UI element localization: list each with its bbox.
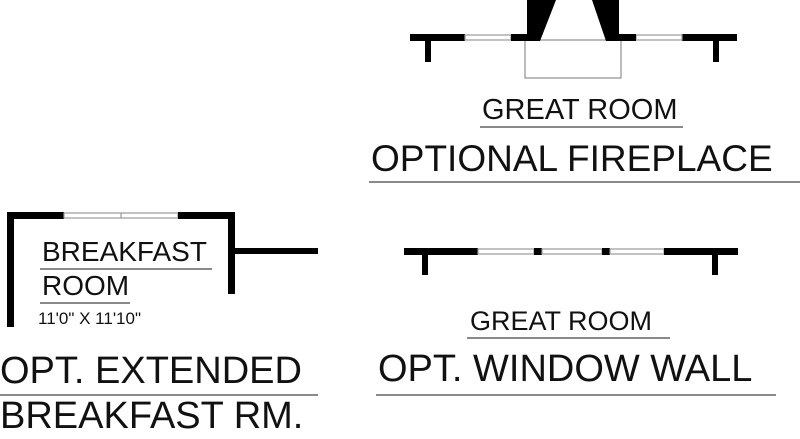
ww-wall-right-stub — [712, 250, 718, 275]
ww-window-2 — [541, 248, 603, 255]
breakfast-room-label-line2: ROOM — [42, 270, 130, 301]
fireplace-option-title: OPTIONAL FIREPLACE — [371, 138, 773, 179]
breakfast-option-underline — [0, 394, 318, 396]
ww-window-1 — [477, 248, 535, 255]
wall-left-stub — [425, 36, 431, 62]
window-wall-room-label: GREAT ROOM — [470, 306, 653, 336]
window-right — [635, 34, 683, 41]
fireplace-box — [511, 0, 636, 41]
window-wall-title-underline — [376, 394, 776, 396]
window-wall-plan — [404, 248, 738, 275]
window-wall-option-title: OPT. WINDOW WALL — [378, 348, 753, 390]
breakfast-room-dimensions: 11'0" X 11'10" — [38, 309, 142, 328]
wall-left-segment — [410, 34, 465, 41]
breakfast-wall-extension — [228, 248, 318, 254]
ww-mullion-1 — [534, 248, 542, 255]
ww-wall-right — [664, 248, 738, 255]
breakfast-label-underline-2 — [40, 302, 130, 304]
breakfast-wall-left — [7, 212, 14, 327]
ww-wall-left — [404, 248, 478, 255]
wall-right-segment — [682, 34, 737, 41]
window-wall-room-underline — [467, 337, 670, 339]
fireplace-room-label: GREAT ROOM — [482, 94, 678, 126]
breakfast-wall-top-left — [7, 212, 64, 219]
ww-window-3 — [609, 248, 665, 255]
fireplace-wall-plan — [410, 0, 737, 79]
breakfast-room-label-line1: BREAKFAST — [42, 236, 207, 267]
ww-wall-left-stub — [422, 250, 428, 275]
wall-right-stub — [713, 36, 719, 62]
breakfast-wall-top-right — [178, 212, 235, 219]
window-left — [464, 34, 512, 41]
ww-mullion-2 — [602, 248, 610, 255]
breakfast-label-underline-1 — [40, 268, 212, 270]
fireplace-title-underline — [369, 181, 800, 183]
breakfast-room-plan — [7, 212, 318, 327]
fireplace-hearth — [524, 39, 622, 79]
fireplace-room-underline — [480, 126, 683, 128]
breakfast-option-title-line1: OPT. EXTENDED — [0, 350, 302, 392]
breakfast-option-title-line2: BREAKFAST RM. — [0, 395, 304, 437]
